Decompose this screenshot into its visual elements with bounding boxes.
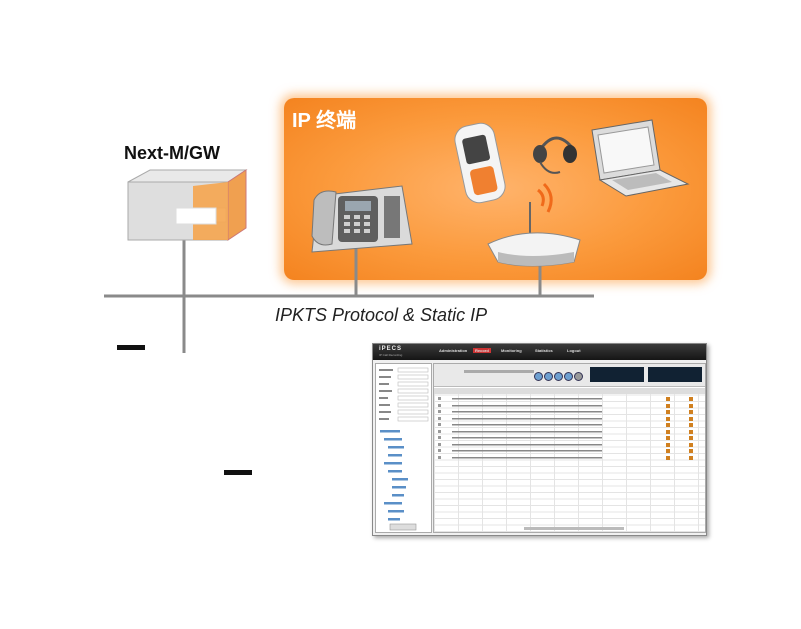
pause-button[interactable] bbox=[554, 372, 563, 381]
record-grid bbox=[434, 388, 705, 532]
gateway-box-icon bbox=[127, 169, 248, 241]
protocol-label: IPKTS Protocol & Static IP bbox=[275, 305, 488, 325]
gateway-label: Next-M/GW bbox=[124, 143, 220, 163]
pagination[interactable] bbox=[524, 527, 624, 530]
player-display bbox=[590, 367, 644, 382]
nav-logout[interactable]: Logout bbox=[567, 348, 581, 353]
player-controls bbox=[434, 364, 705, 387]
app-record-list bbox=[433, 363, 706, 533]
app-header: iPECS IP Call Recording Administration R… bbox=[373, 344, 706, 360]
nav-record[interactable]: Record bbox=[473, 348, 491, 353]
app-logo: iPECS bbox=[379, 346, 403, 352]
wifi-router-icon bbox=[487, 182, 581, 267]
play-button[interactable] bbox=[544, 372, 553, 381]
stop-button[interactable] bbox=[564, 372, 573, 381]
dash-mark-2 bbox=[224, 470, 252, 475]
app-search-sidebar bbox=[375, 363, 432, 533]
player-time-display bbox=[648, 367, 702, 382]
dash-mark-1 bbox=[117, 345, 145, 350]
forward-button[interactable] bbox=[574, 372, 583, 381]
nav-administration[interactable]: Administration bbox=[439, 348, 468, 353]
headset-icon bbox=[533, 136, 577, 174]
rewind-button[interactable] bbox=[534, 372, 543, 381]
grid-rows bbox=[438, 397, 693, 460]
sidebar-fields bbox=[379, 367, 429, 531]
mobile-phone-icon bbox=[454, 122, 506, 204]
app-subtitle: IP Call Recording bbox=[379, 353, 403, 357]
nav-statistics[interactable]: Statistics bbox=[535, 348, 553, 353]
nav-monitoring[interactable]: Monitoring bbox=[501, 348, 522, 353]
grid-header bbox=[434, 388, 705, 394]
call-recording-app-screenshot: iPECS IP Call Recording Administration R… bbox=[372, 343, 707, 536]
laptop-icon bbox=[591, 119, 690, 197]
desk-phone-icon bbox=[311, 185, 413, 253]
ip-terminal-title: IP 终端 bbox=[292, 110, 357, 132]
progress-track[interactable] bbox=[464, 370, 534, 373]
